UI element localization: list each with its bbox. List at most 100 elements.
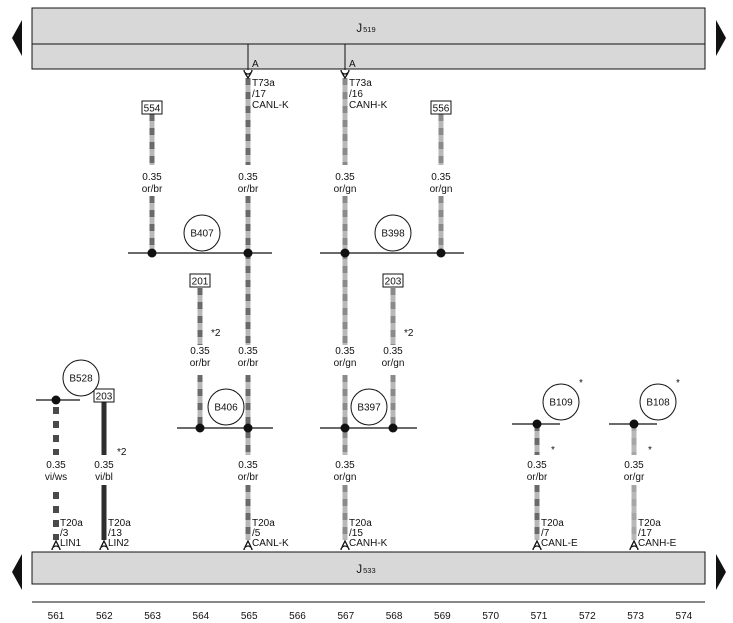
wire-size-label: 0.35 — [94, 460, 114, 471]
pin-connector-icon[interactable] — [51, 545, 61, 551]
track-number: 563 — [144, 611, 161, 622]
wire-color-label: or/gn — [430, 184, 453, 195]
ref-box-frame — [141, 100, 163, 115]
left-triangle-icon[interactable] — [12, 554, 22, 590]
junction-dot-icon[interactable] — [243, 248, 253, 258]
star-note: * — [551, 445, 555, 456]
connector-label: T20a — [541, 518, 564, 529]
pin-arrow-icon — [630, 539, 638, 548]
junction-dot-icon[interactable] — [388, 423, 398, 433]
wire-color-label: or/br — [190, 358, 211, 369]
wire-color-label: or/gr — [624, 472, 645, 483]
node-circle — [62, 359, 100, 397]
wire-size-label: 0.35 — [46, 460, 66, 471]
junction-dot-icon[interactable] — [532, 419, 542, 429]
connector-label: /17 — [638, 528, 652, 539]
pin-arrow-icon — [52, 539, 60, 548]
node-B407[interactable]: B407 — [183, 214, 221, 252]
node-circle — [374, 214, 412, 252]
control-unit-j519[interactable]: J519 — [31, 7, 706, 70]
wire-size-label: 0.35 — [335, 172, 355, 183]
connector-label: CANL-K — [252, 100, 289, 111]
track-number: 561 — [48, 611, 65, 622]
right-triangle-icon[interactable] — [716, 554, 726, 590]
pin-arrow-icon — [244, 539, 252, 548]
track-number: 569 — [434, 611, 451, 622]
junction-dot-icon[interactable] — [340, 423, 350, 433]
wire-size-label: 0.35 — [383, 346, 403, 357]
junction-dot-icon[interactable] — [340, 248, 350, 258]
ref-box-203[interactable]: 203 — [382, 273, 404, 288]
wire-size-label: 0.35 — [624, 460, 644, 471]
ref-box-554[interactable]: 554 — [141, 100, 163, 115]
track-number: 566 — [289, 611, 306, 622]
wire-color-label: or/br — [238, 472, 259, 483]
junction-dot-icon[interactable] — [51, 395, 61, 405]
node-circle — [639, 383, 677, 421]
connector-label: T20a — [638, 518, 661, 529]
track-number: 572 — [579, 611, 596, 622]
pin-connector-icon[interactable] — [532, 545, 542, 551]
connector-label: CANH-E — [638, 538, 677, 549]
left-triangle-icon[interactable] — [12, 20, 22, 56]
right-triangle-icon[interactable] — [716, 20, 726, 56]
junction-dot-icon[interactable] — [243, 423, 253, 433]
connector-label: T73a — [349, 78, 372, 89]
ref-box-203[interactable]: 203 — [93, 388, 115, 403]
connector-label: T20a — [60, 518, 83, 529]
control-unit-j533[interactable]: J533 — [31, 551, 706, 585]
connector-label: T73a — [252, 78, 275, 89]
ref-box-556[interactable]: 556 — [430, 100, 452, 115]
star-note-2: *2 — [211, 328, 221, 339]
junction-dot-icon[interactable] — [629, 419, 639, 429]
connector-label: /3 — [60, 528, 69, 539]
junction-dot-icon[interactable] — [436, 248, 446, 258]
connector-label: LIN1 — [60, 538, 82, 549]
pin-arrow-icon — [533, 539, 541, 548]
node-circle — [350, 388, 388, 426]
wire-color-label: or/br — [238, 358, 259, 369]
track-number: 573 — [627, 611, 644, 622]
node-B109[interactable]: B109 — [542, 383, 580, 421]
wire-size-label: 0.35 — [335, 460, 355, 471]
node-circle — [542, 383, 580, 421]
node-circle — [207, 388, 245, 426]
wire-size-label: 0.35 — [527, 460, 547, 471]
ref-box-label: 554 — [144, 104, 161, 115]
pin-connector-icon[interactable] — [243, 545, 253, 551]
pin-arrow-icon — [244, 72, 252, 80]
ref-box-frame — [430, 100, 452, 115]
pin-connector-icon[interactable] — [629, 545, 639, 551]
wire-size-label: 0.35 — [238, 172, 258, 183]
node-B406[interactable]: B406 — [207, 388, 245, 426]
connector-label: /16 — [349, 89, 363, 100]
wire-color-label: or/br — [142, 184, 163, 195]
track-number: 562 — [96, 611, 113, 622]
ref-box-frame — [382, 273, 404, 288]
ref-box-201[interactable]: 201 — [189, 273, 211, 288]
node-B108[interactable]: B108 — [639, 383, 677, 421]
connector-label: CANL-E — [541, 538, 578, 549]
connector-label: /5 — [252, 528, 261, 539]
connector-label: CANL-K — [252, 538, 289, 549]
connector-label: T20a — [108, 518, 131, 529]
star-note-2: *2 — [117, 447, 127, 458]
ref-box-label: 203 — [96, 392, 113, 403]
wire-size-label: 0.35 — [238, 460, 258, 471]
node-B397[interactable]: B397 — [350, 388, 388, 426]
pin-connector-icon[interactable] — [340, 69, 350, 75]
star-note: * — [676, 378, 680, 389]
pin-connector-icon[interactable] — [99, 545, 109, 551]
wire-color-label: or/br — [527, 472, 548, 483]
connector-label: /7 — [541, 528, 550, 539]
pin-connector-icon[interactable] — [243, 69, 253, 75]
node-B528[interactable]: B528 — [62, 359, 100, 397]
junction-dot-icon[interactable] — [195, 423, 205, 433]
junction-dot-icon[interactable] — [147, 248, 157, 258]
pin-connector-icon[interactable] — [340, 545, 350, 551]
wire-color-label: vi/bl — [95, 472, 113, 483]
node-B398[interactable]: B398 — [374, 214, 412, 252]
unit-label-j519: J519 — [356, 23, 375, 35]
